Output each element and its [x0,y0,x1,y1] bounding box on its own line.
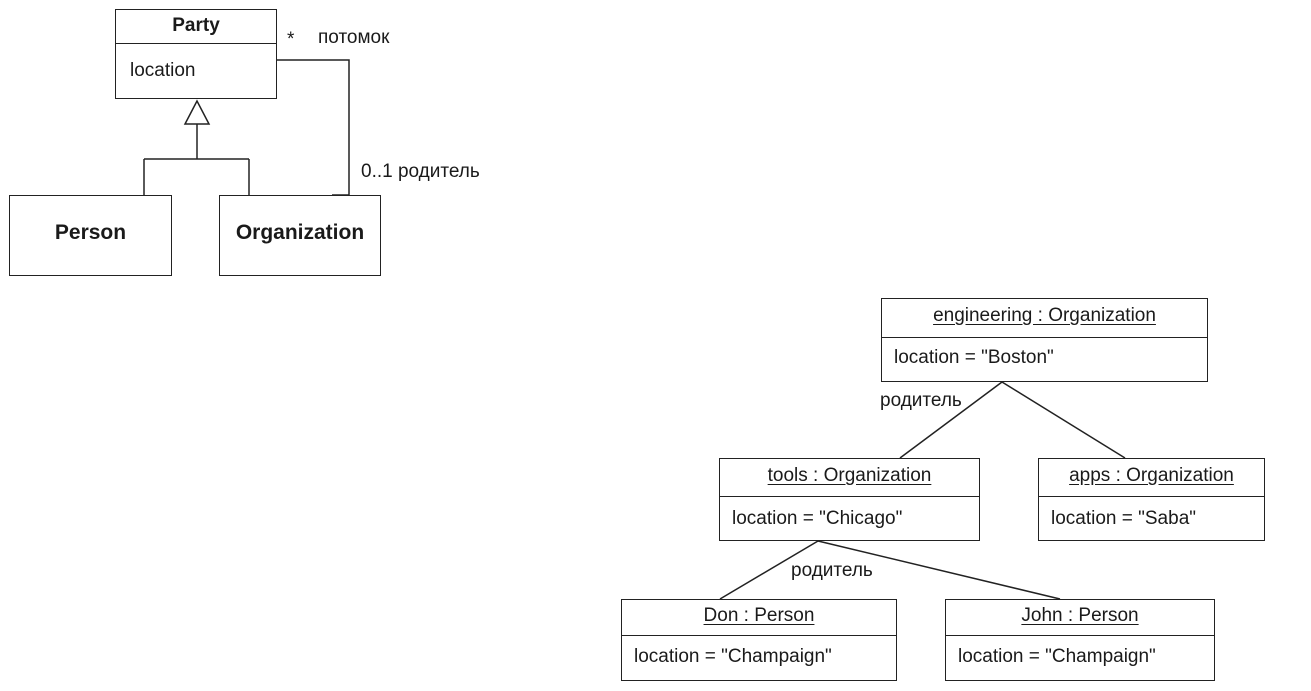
tools-object-title: tools : Organization [720,459,979,497]
link-engineering-apps [1001,381,1126,459]
organization-class-name: Organization [235,221,365,244]
generalization-arrowhead [183,99,211,125]
party-class-name: Party [116,10,276,44]
don-object-title: Don : Person [622,600,896,636]
john-object-attribute: location = "Champaign" [958,646,1156,667]
don-object-attribute: location = "Champaign" [634,646,832,667]
person-class: Person [9,195,172,276]
child-role-label: потомок [318,27,390,48]
tools-object: tools : Organization location = "Chicago… [719,458,980,541]
apps-object-title: apps : Organization [1039,459,1264,497]
link-tools-don [719,540,819,600]
link-tools-john [817,540,1061,600]
engineering-role-label: родитель [880,390,962,411]
party-class-attribute: location [130,60,196,81]
apps-object: apps : Organization location = "Saba" [1038,458,1265,541]
link-engineering-tools [899,381,1003,459]
apps-object-attribute: location = "Saba" [1051,508,1197,529]
tools-role-label: родитель [791,560,873,581]
tools-object-attribute: location = "Chicago" [732,508,903,529]
engineering-object-attribute: location = "Boston" [894,347,1054,368]
parent-child-association [276,59,350,196]
organization-class: Organization [219,195,381,276]
john-object-title: John : Person [946,600,1214,636]
parent-role-label: 0..1 родитель [361,161,480,182]
party-class: Party location [115,9,277,99]
engineering-object: engineering : Organization location = "B… [881,298,1208,382]
john-object: John : Person location = "Champaign" [945,599,1215,681]
child-multiplicity: * [287,29,295,50]
person-class-name: Person [54,221,127,244]
don-object: Don : Person location = "Champaign" [621,599,897,681]
engineering-object-title: engineering : Organization [882,299,1207,338]
